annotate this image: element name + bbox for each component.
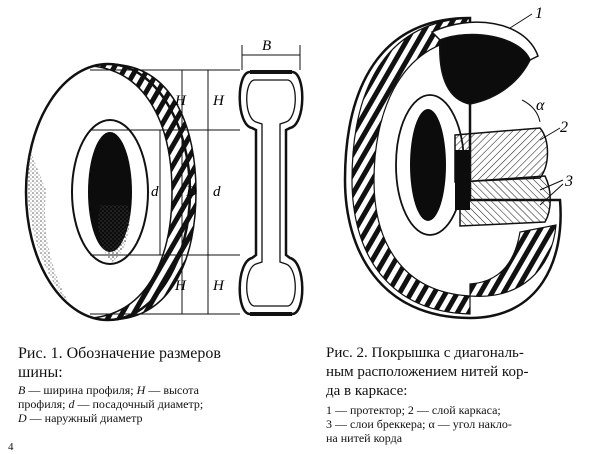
legend-line: на нитей корда (326, 431, 403, 445)
caption-line: ным расположением нитей кор- (326, 364, 529, 380)
legend-line: 1 — протектор; 2 — слой каркаса; (326, 403, 501, 417)
legend-symbol: B (18, 383, 26, 397)
figure1-dimensions (90, 45, 301, 315)
caption-line: да в каркасе: (326, 383, 408, 399)
figure2-leaders (509, 13, 564, 206)
tire-diagrams: H H d d D H H B 1 2 3 α (24, 5, 573, 322)
dim-label-d: d (213, 184, 221, 200)
dim-label-D: D (185, 184, 197, 200)
label-alpha: α (536, 97, 545, 114)
figure1-cross-section (238, 70, 304, 316)
page-number: 4 (8, 441, 14, 453)
dim-label-H: H (174, 278, 187, 294)
legend-text: — высота (145, 383, 199, 397)
caption-line: Рис. 1. Обозначение размеров (18, 345, 221, 362)
dim-label-B: B (262, 38, 271, 54)
legend-symbol: D (18, 411, 27, 425)
dim-label-H: H (212, 278, 225, 294)
figure1-legend: B — ширина профиля; H — высота профиля; … (18, 383, 203, 425)
figure1-tire (24, 62, 197, 322)
dim-label-H: H (212, 93, 225, 109)
legend-text: — ширина профиля; (25, 383, 137, 397)
legend-symbol: H (136, 383, 146, 397)
legend-text: — посадочный диаметр; (74, 397, 204, 411)
figure2-legend: 1 — протектор; 2 — слой каркаса; 3 — сло… (326, 403, 512, 445)
figure2-tire (343, 16, 562, 320)
legend-line: 3 — слои бреккера; α — угол накло- (326, 417, 512, 431)
caption-line: Рис. 2. Покрышка с диагональ- (326, 345, 524, 361)
figure1-caption: Рис. 1. Обозначение размеров шины: (18, 344, 221, 382)
legend-text: — наружный диаметр (26, 411, 143, 425)
legend-text: профиля; (18, 397, 69, 411)
dim-label-H: H (174, 93, 187, 109)
figure2-caption: Рис. 2. Покрышка с диагональ- ным распол… (326, 344, 528, 401)
label-3: 3 (564, 173, 573, 190)
caption-line: шины: (18, 364, 63, 381)
label-2: 2 (560, 119, 568, 136)
legend-symbol: d (68, 397, 75, 411)
dim-label-d: d (151, 184, 159, 200)
label-1: 1 (535, 5, 543, 22)
